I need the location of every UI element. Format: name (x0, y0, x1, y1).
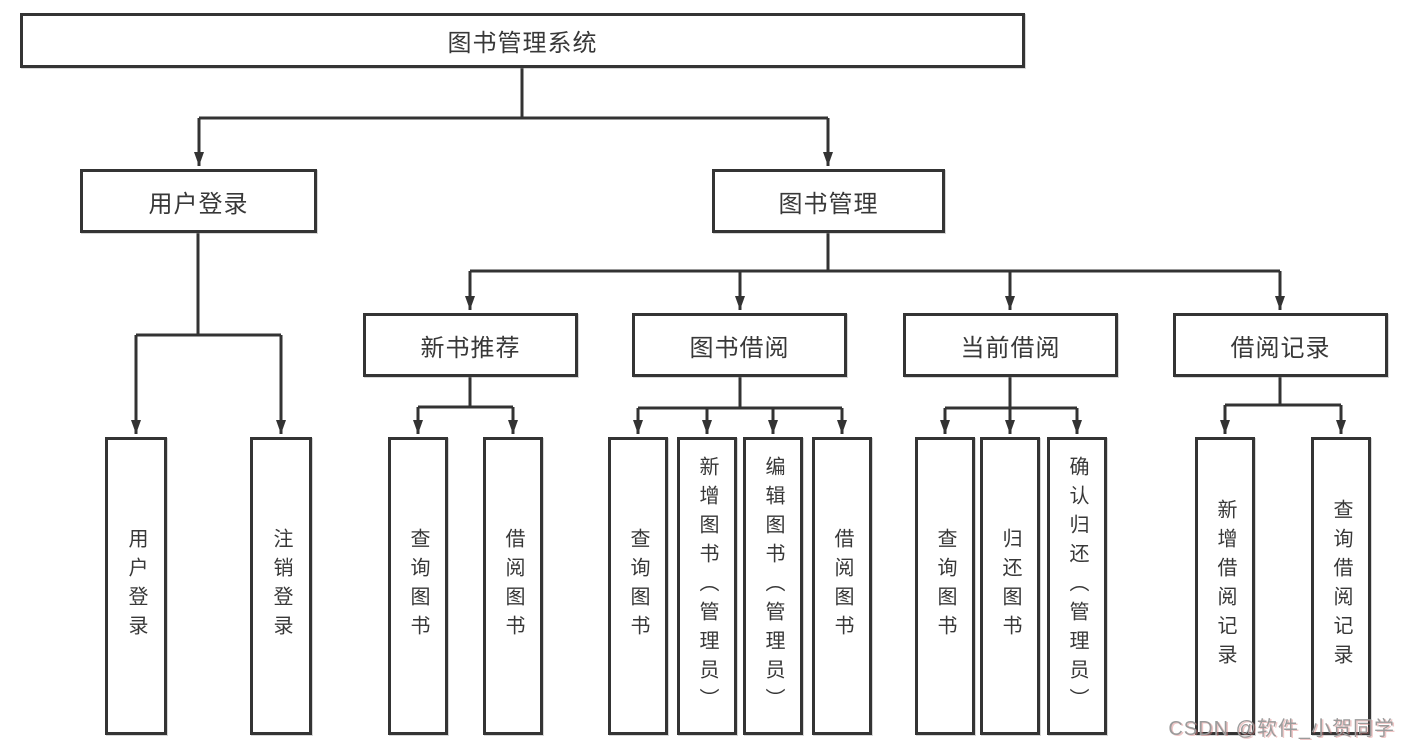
connector-new-book-trunk (418, 377, 513, 409)
connector-book-borrow-trunk (638, 377, 842, 410)
leaf-new-book-borrow: 借阅图书 (483, 437, 543, 735)
connector-user-login-trunk (136, 233, 281, 337)
connector-root-trunk (199, 68, 828, 120)
leaf-add-borrow-record: 新增借阅记录 (1195, 437, 1255, 735)
node-new-book-recommend: 新书推荐 (363, 313, 578, 377)
leaf-logout: 注销登录 (250, 437, 312, 735)
node-user-login: 用户登录 (80, 169, 317, 233)
leaf-borrow-query-book: 查询图书 (608, 437, 668, 735)
leaf-query-borrow-record: 查询借阅记录 (1311, 437, 1371, 735)
leaf-return-book: 归还图书 (980, 437, 1040, 735)
leaf-new-book-query: 查询图书 (388, 437, 448, 735)
connector-book-management-trunk (470, 233, 1280, 273)
leaf-current-query-book: 查询图书 (915, 437, 975, 735)
node-current-borrow: 当前借阅 (903, 313, 1118, 377)
leaf-edit-book-admin: 编辑图书（管理员） (743, 437, 803, 735)
leaf-add-book-admin: 新增图书（管理员） (677, 437, 737, 735)
csdn-watermark: CSDN @软件_小贺同学 (1168, 718, 1395, 740)
node-library-system: 图书管理系统 (20, 13, 1025, 68)
leaf-confirm-return-admin: 确认归还（管理员） (1047, 437, 1107, 735)
connector-borrow-record-trunk (1225, 377, 1341, 407)
leaf-user-login: 用户登录 (105, 437, 167, 735)
leaf-borrow-book: 借阅图书 (812, 437, 872, 735)
node-book-management: 图书管理 (712, 169, 945, 233)
node-book-borrow: 图书借阅 (632, 313, 847, 377)
node-borrow-record: 借阅记录 (1173, 313, 1388, 377)
connector-current-borrow-trunk (945, 377, 1077, 410)
